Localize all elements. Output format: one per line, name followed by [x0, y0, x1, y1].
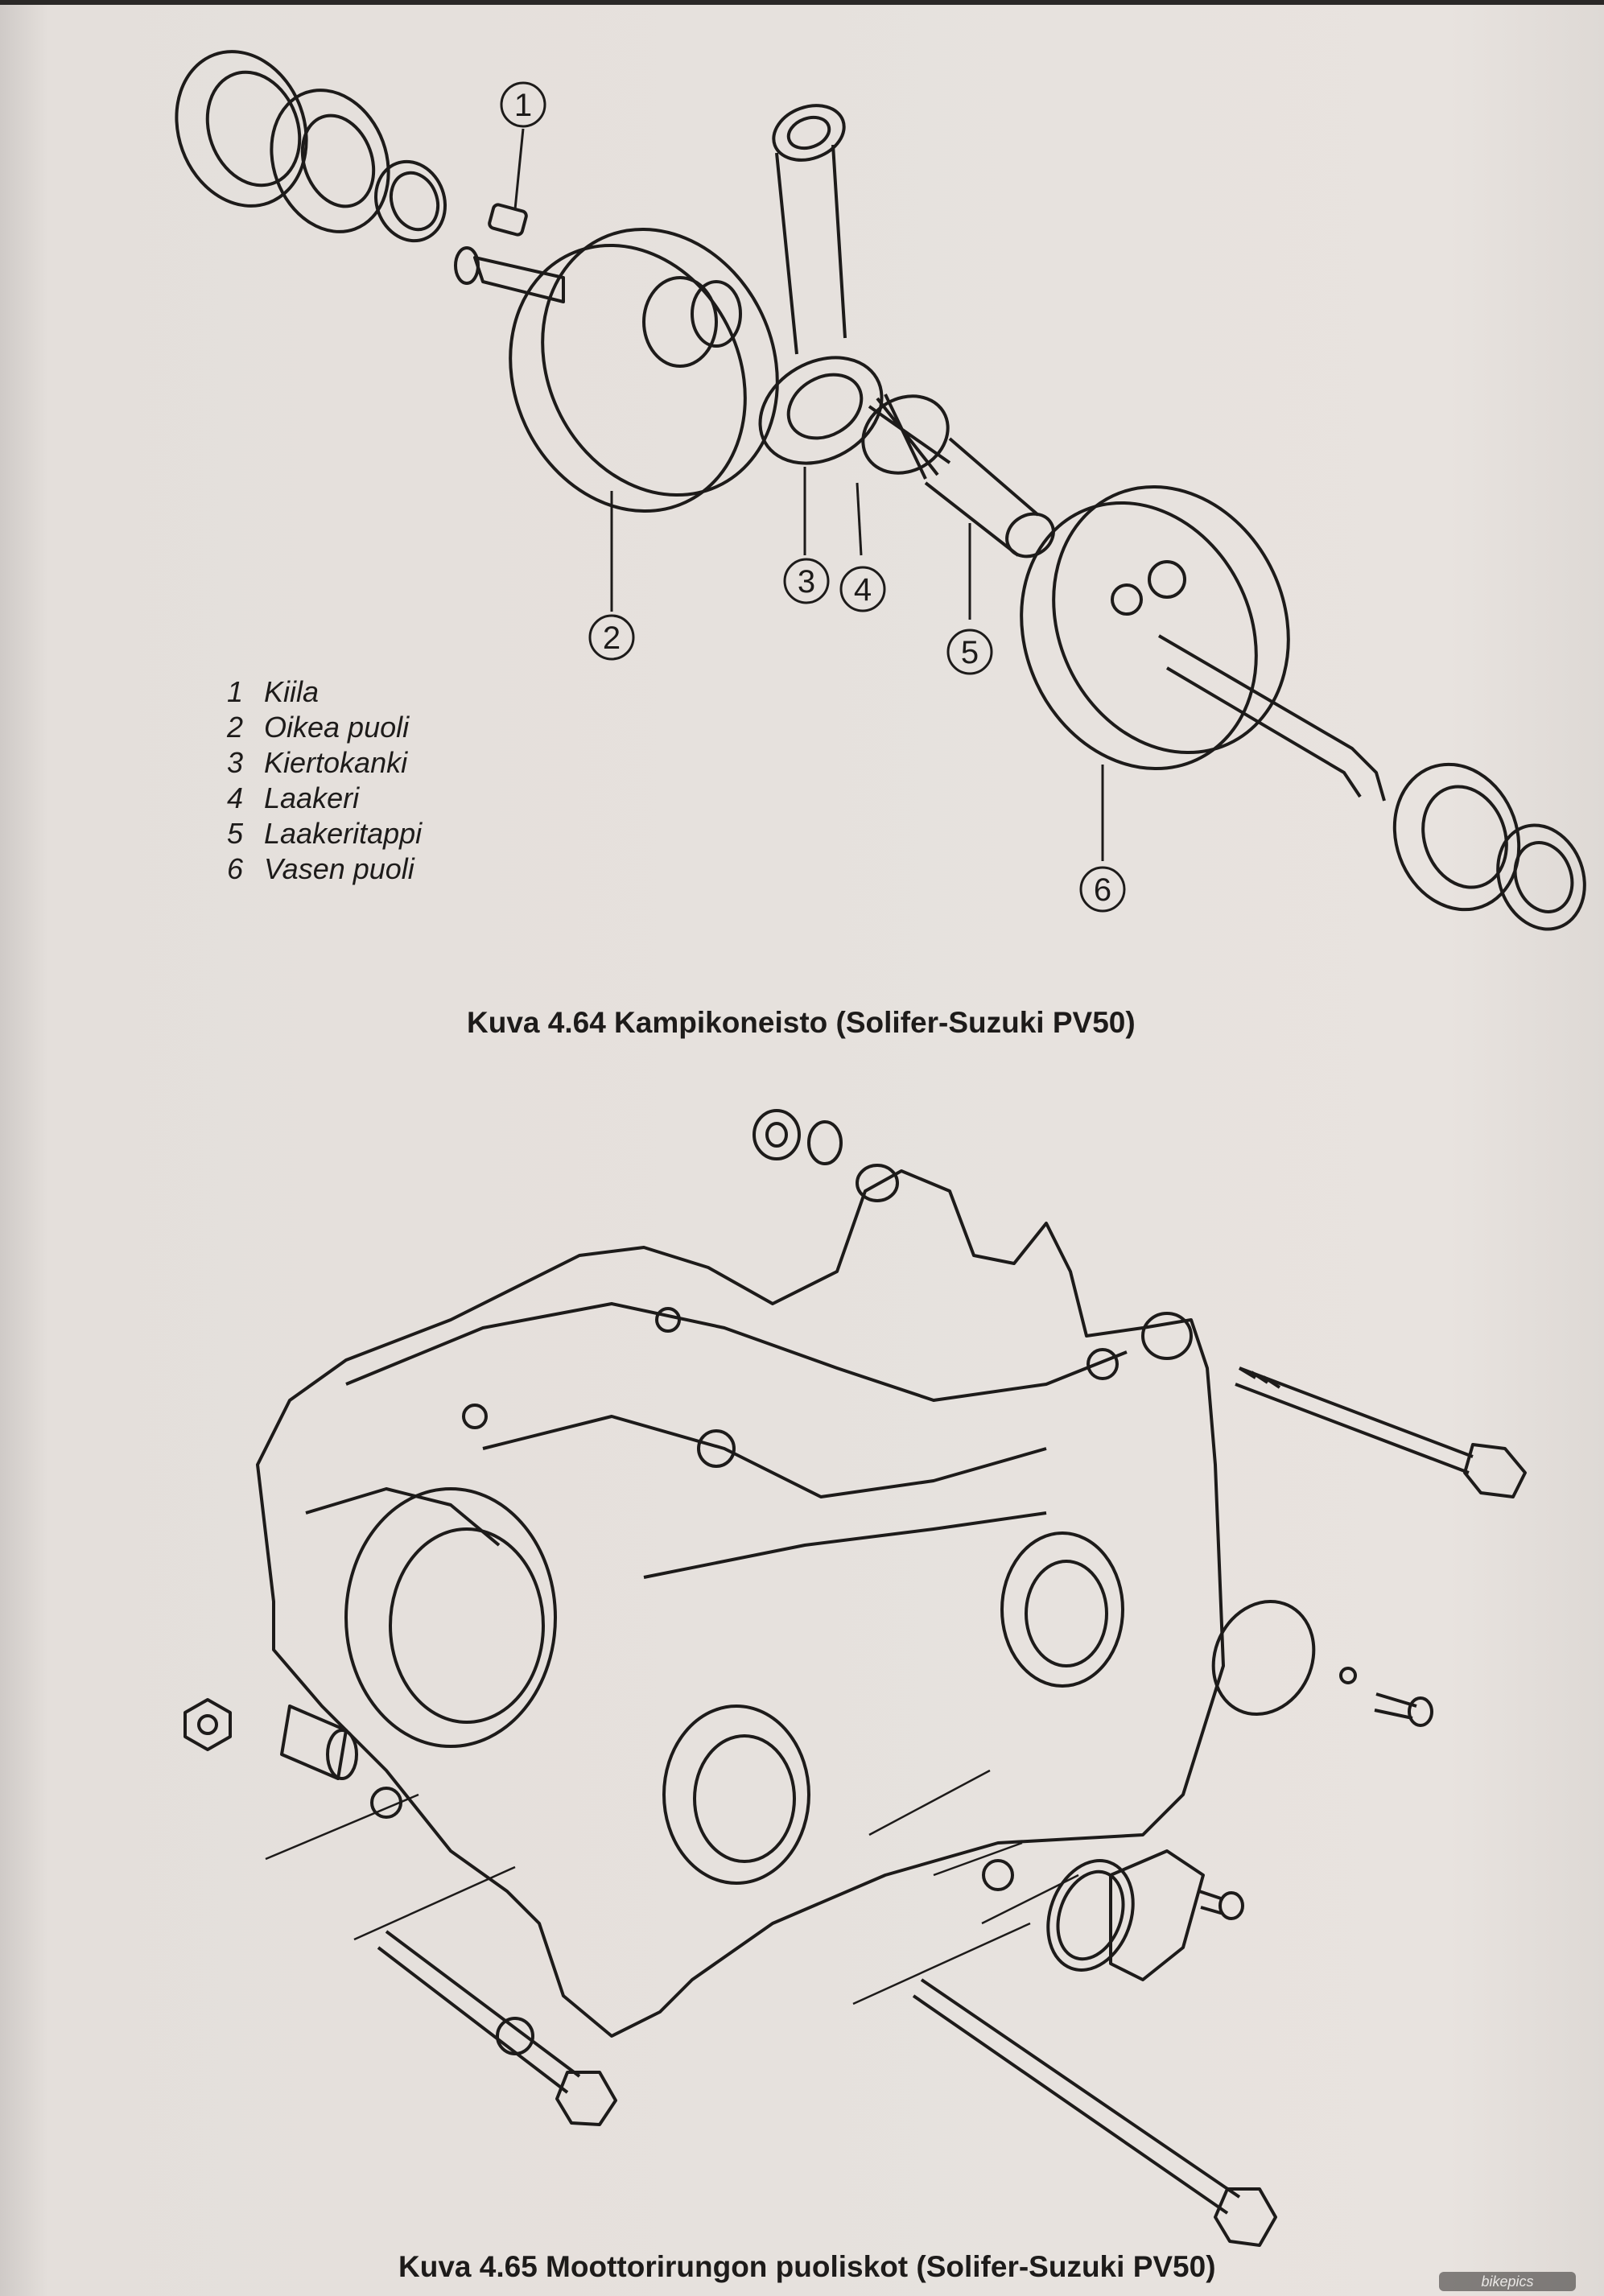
callout-6: 6 [1079, 866, 1126, 913]
figure-caption-4-65: Kuva 4.65 Moottorirungon puoliskot (Soli… [398, 2250, 1216, 2283]
left-nut [183, 1698, 232, 1751]
crankcase-outline [256, 1169, 1225, 2038]
left-bearing-stack [175, 50, 447, 243]
key-part [488, 203, 528, 237]
leader-lines [513, 128, 1104, 861]
left-crank-half [1020, 484, 1386, 802]
top-rule [0, 0, 1604, 5]
legend-number: 4 [226, 781, 243, 814]
svg-text:4: 4 [854, 572, 872, 608]
legend-number: 1 [226, 675, 243, 708]
connecting-rod [758, 104, 884, 465]
legend-number: 3 [226, 746, 243, 779]
loose-parts [183, 1366, 1527, 2247]
crank-pin [924, 437, 1055, 559]
right-bearing-stack [1392, 762, 1586, 931]
right-bore [1000, 1531, 1124, 1688]
top-nut-and-washer [753, 1109, 843, 1165]
callout-4: 4 [839, 566, 886, 612]
callout-3: 3 [783, 558, 830, 604]
legend-label: Vasen puoli [264, 852, 414, 885]
legend-item: 1 Kiila [225, 674, 422, 710]
svg-text:5: 5 [961, 635, 979, 670]
crankcase-exploded-drawing [256, 1109, 1225, 2055]
legend-label: Laakeri [264, 781, 360, 814]
legend-item: 2 Oikea puoli [225, 710, 422, 745]
legend-number: 5 [226, 817, 243, 850]
legend-label: Kiila [264, 675, 320, 708]
callout-5: 5 [946, 629, 993, 675]
legend-number: 2 [226, 711, 243, 744]
svg-text:2: 2 [603, 620, 621, 656]
needle-bearing [861, 394, 951, 480]
legend-label: Kiertokanki [264, 746, 408, 779]
watermark-text: bikepics [1481, 2273, 1534, 2290]
dowel-sleeve [280, 1704, 358, 1780]
upper-right-bolt [1235, 1366, 1527, 1498]
legend-item: 5 Laakeritappi [225, 816, 422, 851]
lower-left-bolt [377, 1930, 617, 2126]
center-bore [662, 1704, 810, 1885]
legend-item: 3 Kiertokanki [225, 745, 422, 781]
legend-number: 6 [226, 852, 243, 885]
svg-text:3: 3 [798, 564, 815, 600]
lower-right-bolt [912, 1978, 1277, 2247]
legend-item: 4 Laakeri [225, 781, 422, 816]
svg-text:1: 1 [514, 88, 532, 123]
legend-item: 6 Vasen puoli [225, 851, 422, 887]
part-legend: 1 Kiila 2 Oikea puoli 3 Kiertokanki 4 La… [225, 674, 422, 887]
callout-2: 2 [588, 614, 635, 661]
watermark-logo: bikepics [1439, 2272, 1576, 2291]
right-cover-plate [1211, 1599, 1433, 1727]
legend-label: Laakeritappi [264, 817, 423, 850]
legend-label: Oikea puoli [264, 711, 410, 744]
svg-text:6: 6 [1094, 872, 1111, 908]
lower-right-cover [1046, 1849, 1244, 1981]
figure-caption-4-64: Kuva 4.64 Kampikoneisto (Solifer-Suzuki … [467, 1006, 1136, 1039]
guide-lines [265, 1769, 1079, 2005]
right-crank-half [454, 227, 779, 513]
callout-1: 1 [500, 81, 546, 128]
left-bore [344, 1487, 557, 1748]
